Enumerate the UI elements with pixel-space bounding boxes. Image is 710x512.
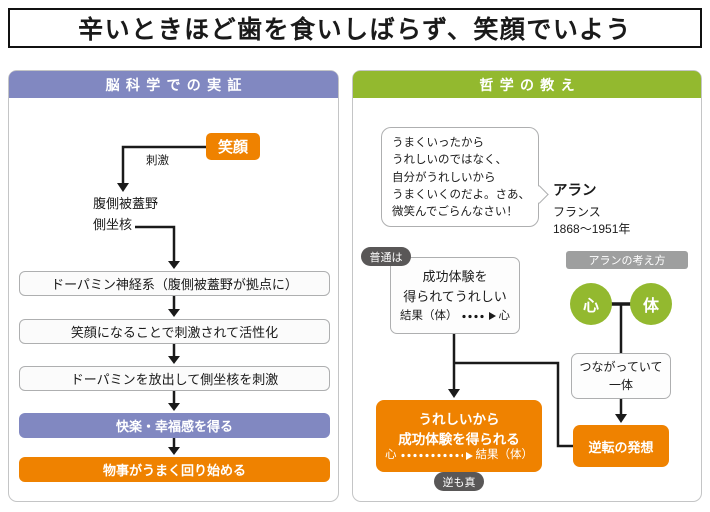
page-title: 辛いときほど歯を食いしばらず、笑顔でいよう — [8, 8, 702, 48]
flow-step-dopamine-release: ドーパミンを放出して側坐核を刺激 — [19, 366, 330, 391]
reversal-idea-box: 逆転の発想 — [573, 425, 669, 467]
oneness-box-line: 一体 — [608, 378, 633, 392]
to-label: 結果（体） — [475, 449, 534, 462]
converse-badge: 逆も真 — [434, 472, 484, 491]
quote-line: うまくいくのだよ。さあ、 — [392, 188, 530, 201]
reversed-thinking-box: うれしいから 成功体験を得られる 心 結果（体） — [376, 400, 542, 472]
flow-step-things-go-well: 物事がうまく回り始める — [19, 457, 330, 482]
to-label: 心 — [498, 309, 511, 322]
usual-thinking-box: 成功体験を 得られてうれしい 結果（体） 心 — [390, 257, 520, 334]
brain-regions-label: 腹側被蓋野 側坐核 — [93, 193, 158, 236]
brain-region-vta: 腹側被蓋野 — [93, 196, 159, 211]
from-label: 結果（体） — [400, 309, 458, 322]
panel-brain-science: 脳科学での実証 笑顔 刺激 — [8, 70, 339, 502]
stimulus-label: 刺激 — [146, 155, 169, 167]
arrowhead-down-icon — [117, 183, 129, 192]
panel-philosophy-header: 哲学の教え — [353, 71, 701, 98]
arrowhead-down-icon — [615, 414, 627, 423]
usual-box-line: 成功体験を — [422, 269, 488, 284]
panel-brain-science-header: 脳科学での実証 — [9, 71, 338, 98]
flow-step-smile-activation: 笑顔になることで刺激されて活性化 — [19, 319, 330, 344]
philosopher-years: 1868〜1951年 — [553, 222, 631, 237]
quote-line: 微笑んでごらんなさい！ — [392, 206, 518, 218]
philosopher-origin: フランス — [553, 205, 601, 219]
result-to-mind-arrow: 結果（体） 心 — [400, 308, 510, 325]
flow-step-pleasure: 快楽・幸福感を得る — [19, 413, 330, 438]
dotted-line-icon — [399, 453, 463, 459]
usual-box-line: 得られてうれしい — [403, 288, 507, 304]
philosopher-name: アラン — [553, 183, 597, 199]
quote-line: うれしいのではなく、 — [392, 154, 507, 167]
body-circle: 体 — [630, 283, 672, 325]
speech-bubble-tail-icon — [529, 185, 549, 204]
alan-thinking-badge: アランの考え方 — [566, 251, 688, 269]
oneness-box-line: つながっていて — [579, 360, 663, 374]
philosopher-info: アラン フランス 1868〜1951年 — [553, 179, 630, 239]
smile-box: 笑顔 — [206, 133, 260, 160]
arrowhead-down-icon — [448, 389, 460, 398]
dotted-line-icon — [460, 313, 486, 319]
brain-region-nucleus-accumbens: 側坐核 — [93, 217, 133, 233]
quote-line: うまくいったから — [392, 137, 484, 149]
quote-line: 自分がうれしいから — [392, 171, 496, 184]
from-label: 心 — [385, 449, 397, 462]
arrowhead-down-icon — [168, 261, 180, 269]
mind-circle: 心 — [570, 283, 612, 325]
reversed-box-line: 成功体験を得られる — [398, 431, 520, 447]
flow-step-dopamine-system: ドーパミン神経系（腹側被蓋野が拠点に） — [19, 271, 330, 296]
arrowhead-right-icon — [465, 451, 473, 460]
mind-to-result-arrow: 心 結果（体） — [385, 447, 533, 464]
arrowhead-right-icon — [488, 312, 496, 321]
reversed-box-line: うれしいから — [418, 412, 500, 427]
usually-badge: 普通は — [361, 247, 411, 266]
panel-philosophy: 哲学の教え うまくいったから うれしいのではなく、 自分がうれしいから うまくい… — [352, 70, 702, 502]
quote-speech-bubble: うまくいったから うれしいのではなく、 自分がうれしいから うまくいくのだよ。さ… — [381, 127, 549, 227]
oneness-box: つながっていて 一体 — [571, 353, 671, 399]
